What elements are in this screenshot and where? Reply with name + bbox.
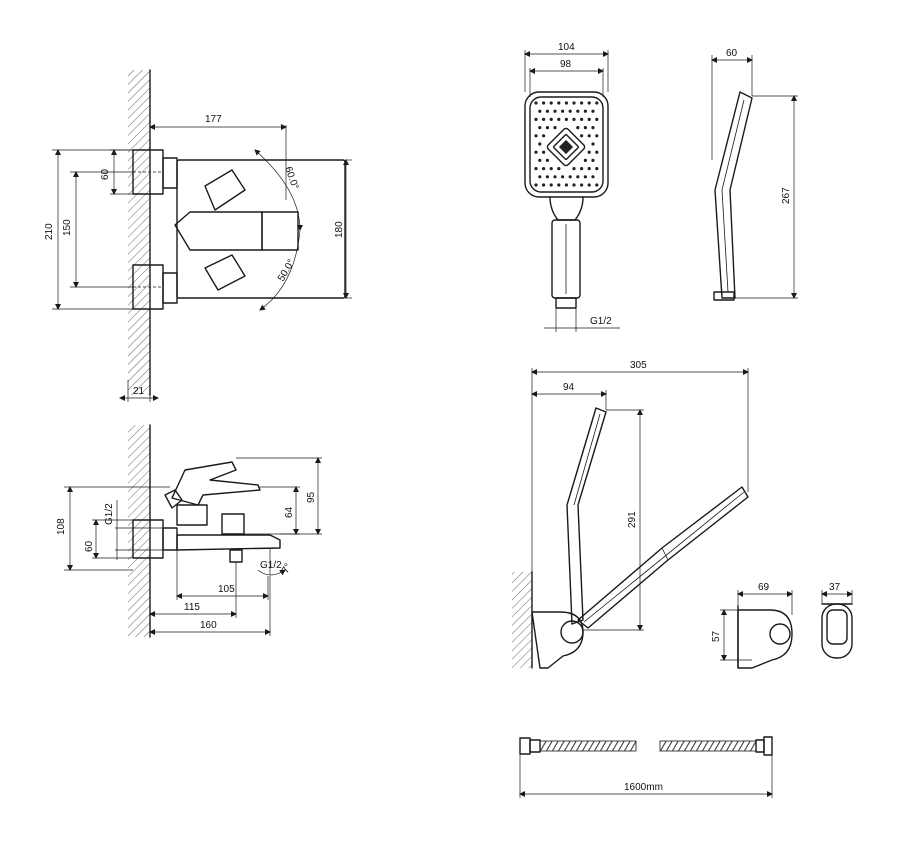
dim-150: 150 (62, 219, 73, 236)
mixer-side-view: 108 60 G1/2 64 95 G1/2 7° 105 115 (56, 424, 322, 638)
thread-g12-side: G1/2 (104, 503, 115, 525)
dim-69: 69 (758, 582, 770, 593)
dim-305: 305 (630, 360, 647, 371)
mixer-front-view: 177 210 150 60 180 60.0° 50.0° 21 (44, 69, 352, 402)
dim-115: 115 (184, 602, 200, 613)
dim-37: 37 (829, 582, 841, 593)
angle-60: 60.0° (282, 165, 300, 191)
thread-g12-outlet: G1/2 (260, 560, 282, 571)
dim-105: 105 (218, 584, 235, 595)
shower-head-front-view: 104 98 G1/2 (524, 42, 620, 332)
dim-104: 104 (558, 42, 575, 53)
hose-left (539, 740, 637, 752)
spray-selector-icon (546, 127, 586, 167)
dim-291: 291 (627, 511, 638, 528)
dim-98: 98 (560, 59, 572, 70)
wall-hatch-holder (512, 572, 532, 668)
hose-view: 1600mm (519, 736, 773, 798)
dim-210: 210 (44, 223, 55, 240)
hose-length: 1600mm (624, 782, 663, 793)
dim-60-front: 60 (100, 168, 111, 180)
dim-177: 177 (205, 114, 222, 125)
dim-57: 57 (711, 630, 722, 642)
dim-95: 95 (306, 491, 317, 503)
angle-50: 50.0° (276, 258, 297, 284)
holder-detail-view: 69 57 37 (711, 582, 853, 669)
dim-94: 94 (563, 382, 575, 393)
dim-108: 108 (56, 518, 67, 535)
wall-hatch-side (128, 425, 150, 637)
dim-21: 21 (133, 386, 145, 397)
shower-head-side-view: 60 267 (711, 48, 798, 301)
holder-assembly-view: 305 94 291 (512, 360, 749, 669)
dim-160: 160 (200, 620, 217, 631)
dim-60-head: 60 (726, 48, 738, 59)
thread-g12-head: G1/2 (590, 316, 612, 327)
dim-180: 180 (334, 221, 345, 238)
wall-hatch (128, 70, 150, 395)
nozzle-grid (534, 101, 599, 187)
dim-64: 64 (284, 506, 295, 518)
dim-267: 267 (781, 187, 792, 204)
angle-7: 7° (280, 562, 294, 576)
hose-right (659, 740, 757, 752)
dim-60-side: 60 (84, 540, 95, 552)
